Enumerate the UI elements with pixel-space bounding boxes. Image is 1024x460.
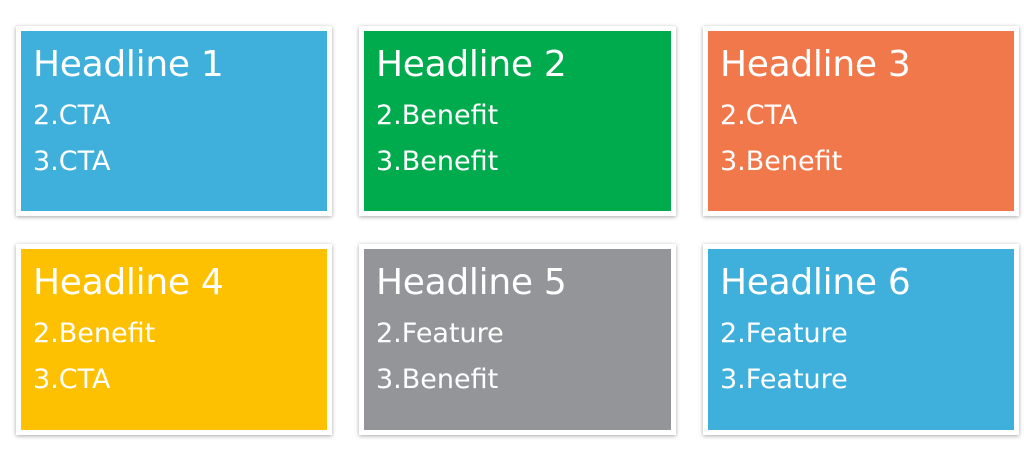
- card-item: 3.CTA: [33, 146, 111, 177]
- card-item: 2.Benefit: [33, 318, 156, 349]
- card-item: 3.CTA: [33, 364, 111, 395]
- card-headline: Headline 2: [376, 44, 567, 85]
- headline-card-6: Headline 6 2.Feature 3.Feature: [703, 244, 1019, 435]
- card-item: 2.Feature: [376, 318, 504, 349]
- card-item: 3.Benefit: [376, 146, 499, 177]
- headline-card-4: Headline 4 2.Benefit 3.CTA: [16, 244, 332, 435]
- card-headline: Headline 4: [33, 262, 224, 303]
- card-headline: Headline 1: [33, 44, 224, 85]
- card-item: 2.Benefit: [376, 100, 499, 131]
- card-item: 2.CTA: [33, 100, 111, 131]
- card-headline: Headline 6: [720, 262, 911, 303]
- headline-card-3: Headline 3 2.CTA 3.Benefit: [703, 26, 1019, 216]
- headline-card-2: Headline 2 2.Benefit 3.Benefit: [359, 26, 676, 216]
- card-item: 2.CTA: [720, 100, 798, 131]
- card-headline: Headline 3: [720, 44, 911, 85]
- headline-card-1: Headline 1 2.CTA 3.CTA: [16, 26, 332, 216]
- card-headline: Headline 5: [376, 262, 567, 303]
- headline-card-5: Headline 5 2.Feature 3.Benefit: [359, 244, 676, 435]
- card-item: 2.Feature: [720, 318, 848, 349]
- card-item: 3.Benefit: [376, 364, 499, 395]
- card-item: 3.Benefit: [720, 146, 843, 177]
- card-item: 3.Feature: [720, 364, 848, 395]
